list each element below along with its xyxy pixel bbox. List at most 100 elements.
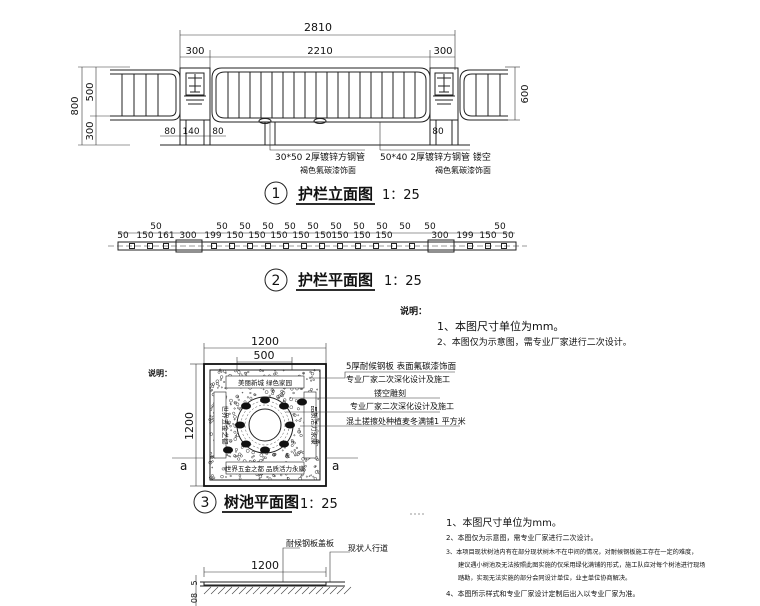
gravel-dot bbox=[262, 370, 264, 372]
plan-dim-top: 50 bbox=[150, 222, 162, 232]
gravel-dot bbox=[217, 370, 221, 374]
gravel-dot bbox=[218, 368, 222, 372]
gravel-dot bbox=[271, 392, 275, 396]
gravel-dot bbox=[316, 439, 319, 442]
gravel-dot bbox=[233, 369, 237, 373]
tree-title: 树池平面图 bbox=[224, 493, 299, 511]
gravel-dot bbox=[211, 474, 214, 477]
soil-hatch-line bbox=[224, 586, 233, 595]
section-mark-right: a bbox=[332, 459, 339, 473]
gravel-dot bbox=[310, 372, 315, 376]
gravel-dot bbox=[216, 386, 219, 389]
gravel-dot bbox=[286, 477, 290, 480]
gravel-dot bbox=[209, 418, 214, 423]
gravel-dot bbox=[245, 374, 248, 376]
gravel-dot bbox=[253, 459, 256, 462]
gravel-dot bbox=[215, 382, 219, 386]
gravel-dot bbox=[294, 454, 297, 457]
elevation-title: 护栏立面图 bbox=[298, 185, 373, 203]
plan-dim-top: 50 bbox=[494, 222, 506, 232]
tree-text-right: 品质活力永康 bbox=[310, 406, 319, 446]
gravel-dot bbox=[227, 454, 230, 457]
gravel-dot bbox=[289, 405, 294, 409]
gravel-dot bbox=[295, 419, 298, 422]
shrub-mark bbox=[241, 402, 251, 410]
gravel-dot bbox=[292, 413, 296, 416]
gravel-dot bbox=[209, 460, 212, 463]
gravel-dot bbox=[238, 474, 242, 477]
plan-dim-bottom: 150 bbox=[136, 231, 153, 241]
dim-bottom-4: 80 bbox=[432, 127, 444, 137]
gravel-dot bbox=[227, 420, 231, 424]
gravel-dot bbox=[316, 469, 319, 472]
gravel-dot bbox=[233, 437, 238, 441]
shrub-mark bbox=[260, 446, 270, 454]
gravel-dot bbox=[240, 446, 244, 449]
gravel-dot bbox=[293, 449, 296, 452]
gravel-dot bbox=[228, 412, 231, 415]
gravel-dot bbox=[247, 370, 250, 374]
notes-top-line-1: 1、本图尺寸单位为mm。 bbox=[437, 319, 564, 333]
section-dim-v1: 5 bbox=[190, 580, 199, 585]
gravel-dot bbox=[209, 421, 212, 424]
gravel-dot bbox=[229, 455, 231, 458]
note-left-1: 30*50 2厚镀锌方钢管 bbox=[275, 151, 365, 163]
soil-hatch-line bbox=[308, 586, 317, 595]
gravel-dot bbox=[258, 477, 261, 480]
tree-text-top: 美丽新城 绿色家园 bbox=[238, 378, 292, 387]
gravel-dot bbox=[234, 402, 237, 405]
gravel-dot bbox=[272, 474, 275, 477]
gravel-dot bbox=[235, 402, 240, 407]
gravel-dot bbox=[211, 460, 214, 463]
gravel-dot bbox=[271, 389, 275, 393]
notes-bottom: 1、本图尺寸单位为mm。 2、本图仅为示意图，需专业厂家进行二次设计。 3、本项… bbox=[410, 513, 706, 598]
soil-hatch-line bbox=[336, 586, 345, 595]
plan-dim-top: 50 bbox=[216, 222, 228, 232]
gravel-dot bbox=[280, 394, 284, 398]
gravel-dot bbox=[296, 454, 299, 457]
plan-title: 护栏平面图 bbox=[298, 271, 373, 289]
soil-hatch-line bbox=[273, 586, 282, 595]
gravel-dot bbox=[224, 371, 227, 374]
shrub-mark bbox=[297, 398, 307, 406]
gravel-dot bbox=[236, 395, 239, 398]
gravel-dot bbox=[220, 370, 223, 373]
notes-bottom-line-3: 3、本项目现状树池内有在部分现状树木不在中间的情况，对耐候钢板施工存在一定的难度… bbox=[446, 548, 697, 556]
gravel-dot bbox=[235, 394, 240, 399]
gravel-dot bbox=[232, 422, 235, 425]
plan-dim-bottom: 150 bbox=[292, 231, 309, 241]
gravel-dot bbox=[233, 407, 236, 410]
gravel-dot bbox=[234, 455, 237, 458]
notes-bottom-line-4: 建议遇小树池及无法按照此图实施的仅采用绿化满铺的形式，施工队应对每个树池进行现场 bbox=[458, 561, 706, 569]
plan-dim-bottom: 161 bbox=[157, 231, 174, 241]
soil-hatch-line bbox=[315, 586, 324, 595]
tree-notes-heading: 说明： bbox=[148, 368, 172, 378]
gravel-dot bbox=[229, 440, 232, 443]
gravel-dot bbox=[211, 406, 214, 409]
plan-dim-bottom: 150 bbox=[270, 231, 287, 241]
tree-label-1: 5厚耐候钢板 表面氟碳漆饰面 bbox=[346, 361, 457, 372]
gravel-dot bbox=[306, 378, 308, 380]
gravel-dot bbox=[293, 434, 296, 437]
railing-elevation: 2810 300 2210 300 800 500 300 600 bbox=[70, 21, 531, 205]
gravel-dot bbox=[312, 378, 315, 381]
gravel-dot bbox=[279, 392, 284, 397]
gravel-dot bbox=[223, 369, 227, 373]
gravel-dot bbox=[310, 387, 313, 391]
gravel-dot bbox=[290, 444, 294, 447]
gravel-dot bbox=[273, 453, 276, 456]
gravel-dot bbox=[308, 475, 311, 477]
gravel-dot bbox=[209, 415, 212, 418]
plan-dim-bottom: 50 bbox=[502, 231, 514, 241]
dim-height: 800 bbox=[70, 96, 81, 115]
gravel-dot bbox=[298, 430, 301, 433]
elevation-title-number: 1 bbox=[272, 186, 281, 202]
gravel-dot bbox=[297, 429, 301, 434]
shrub-mark bbox=[241, 440, 251, 448]
gravel-dot bbox=[220, 474, 224, 479]
gravel-dot bbox=[280, 473, 283, 477]
gravel-dot bbox=[211, 385, 215, 389]
dim-right-height: 600 bbox=[520, 84, 531, 103]
